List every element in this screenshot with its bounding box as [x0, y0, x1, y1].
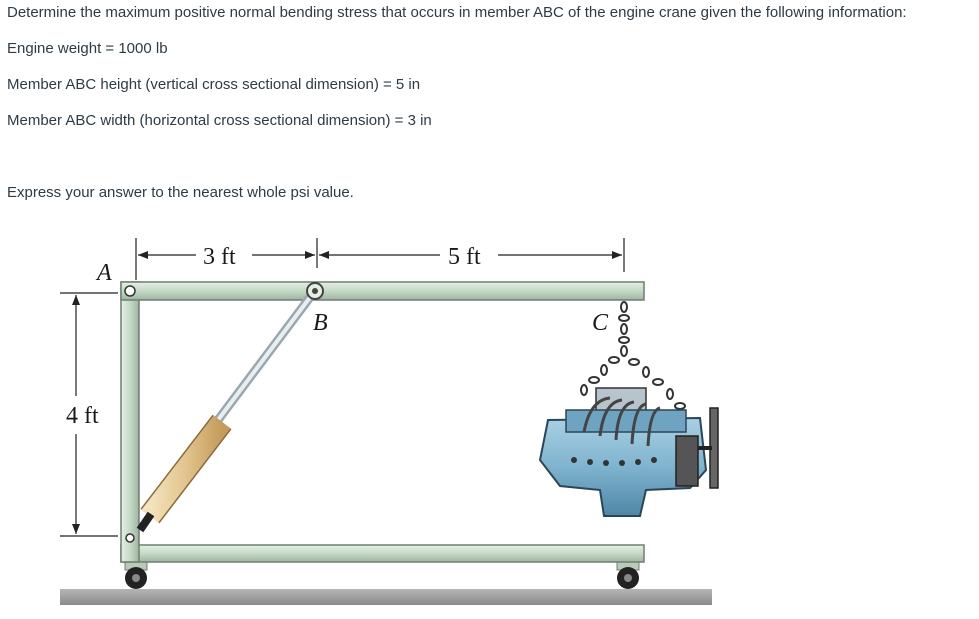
- dimension-lines: [60, 238, 625, 537]
- member-height-text: Member ABC height (vertical cross sectio…: [7, 76, 421, 93]
- hydraulic-strut: [136, 287, 319, 533]
- problem-statement: Determine the maximum positive normal be…: [7, 4, 907, 21]
- floor: [60, 589, 712, 605]
- dimension-label-ab: 3 ft: [203, 244, 236, 270]
- member-abc: [120, 281, 645, 301]
- vertical-column: [120, 281, 140, 563]
- answer-instruction: Express your answer to the nearest whole…: [7, 184, 354, 201]
- lifting-chain: [580, 301, 686, 410]
- dimension-label-bc: 5 ft: [448, 244, 481, 270]
- wheel-left: [124, 559, 148, 589]
- engine-weight-text: Engine weight = 1000 lb: [7, 40, 168, 57]
- member-width-text: Member ABC width (horizontal cross secti…: [7, 112, 432, 129]
- point-label-c: C: [592, 310, 609, 336]
- wheel-right: [616, 559, 640, 589]
- point-label-b: B: [313, 310, 328, 336]
- engine-block: [538, 387, 719, 517]
- point-label-a: A: [95, 260, 112, 286]
- pin-bottom: [125, 533, 135, 543]
- dimension-label-height: 4 ft: [66, 403, 99, 429]
- base-member: [120, 544, 645, 563]
- dimension-arrows: [72, 251, 622, 534]
- pin-a: [124, 285, 136, 297]
